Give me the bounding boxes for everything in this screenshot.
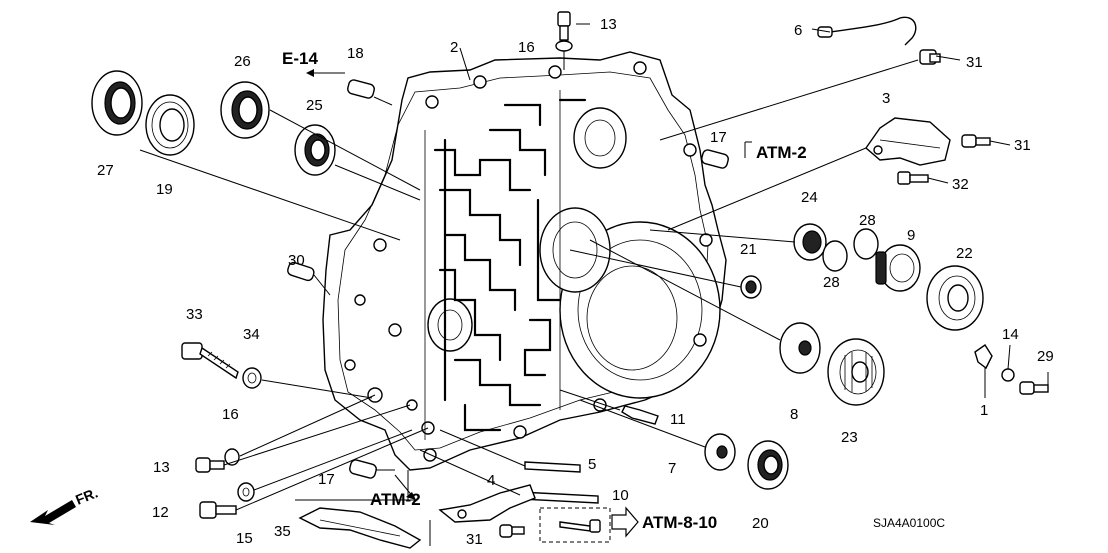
callout-label: 11 — [670, 411, 686, 428]
bearing-26 — [220, 81, 270, 139]
reference-atm2-bottom: ATM-2 — [370, 490, 421, 509]
transmission-housing — [322, 51, 727, 471]
callout-label: 15 — [236, 530, 253, 547]
pipe-5 — [524, 461, 581, 473]
arrow-atm2-bottom — [394, 474, 416, 500]
callout-label: 17 — [318, 471, 335, 488]
diagram-code: SJA4A0100C — [873, 516, 945, 530]
callout-label: 6 — [794, 22, 802, 39]
reference-atm2-top: ATM-2 — [756, 143, 807, 162]
baffle-plate-35 — [298, 507, 422, 549]
bolt-12 — [199, 501, 237, 519]
bearing-22 — [926, 265, 984, 331]
arrow-atm810 — [611, 506, 639, 538]
o-ring-28-left — [822, 240, 848, 272]
callout-label: 31 — [966, 54, 983, 71]
washer-34 — [242, 367, 262, 389]
bolt-33 — [181, 342, 239, 380]
callout-label: 2 — [450, 39, 458, 56]
callout-label: 22 — [956, 245, 973, 262]
bolt-31-bottom — [499, 524, 525, 538]
arrow-e14 — [306, 69, 345, 77]
callout-label: 3 — [882, 90, 890, 107]
callout-label: 33 — [186, 306, 203, 323]
gear-9 — [875, 244, 921, 292]
bolt-13-top — [557, 11, 571, 41]
callout-label: 21 — [740, 241, 757, 258]
callout-label: 32 — [952, 176, 969, 193]
breather-tube-6 — [817, 16, 917, 46]
callout-label: 16 — [222, 406, 239, 423]
dowel-pin-17-upper — [701, 149, 729, 169]
needle-bearing-24 — [793, 223, 827, 261]
callout-label: 31 — [466, 531, 483, 548]
bolt-detail-box — [539, 507, 611, 543]
callout-label: 29 — [1037, 348, 1054, 365]
bolt-29 — [1019, 381, 1049, 395]
callout-label: 10 — [612, 487, 629, 504]
bearing-21 — [740, 275, 762, 299]
dowel-pin-18 — [347, 79, 375, 99]
washer-16-top — [555, 40, 573, 52]
gear-23 — [827, 338, 885, 406]
thrust-washer-8 — [779, 322, 821, 374]
callout-label: 12 — [152, 504, 169, 521]
reference-e14: E-14 — [282, 49, 318, 68]
bolt-31-top — [919, 49, 941, 65]
callout-label: 19 — [156, 181, 173, 198]
callout-label: 18 — [347, 45, 364, 62]
callout-label: 20 — [752, 515, 769, 532]
thrust-washer-7 — [704, 433, 736, 471]
direction-label: FR. — [73, 484, 100, 507]
bolt-32 — [897, 171, 929, 185]
callout-label: 28 — [823, 274, 840, 291]
bracket-4 — [438, 484, 536, 523]
bolt-31-right — [961, 134, 991, 148]
callout-label: 17 — [710, 129, 727, 146]
callout-label: 34 — [243, 326, 260, 343]
fr-direction-arrow — [30, 500, 76, 525]
leader-lines — [139, 23, 1049, 546]
sensor-11 — [621, 405, 659, 425]
bearing-19 — [145, 94, 195, 156]
callout-label: 25 — [306, 97, 323, 114]
callout-label: 5 — [588, 456, 596, 473]
bearing-20 — [747, 440, 789, 490]
callout-label: 14 — [1002, 326, 1019, 343]
callout-label: 31 — [1014, 137, 1031, 154]
callout-label: 7 — [668, 460, 676, 477]
dowel-pin-30 — [287, 261, 315, 282]
callout-label: 4 — [487, 472, 495, 489]
callout-label: 8 — [790, 406, 798, 423]
callout-label: 13 — [600, 16, 617, 33]
callout-label: 24 — [801, 189, 818, 206]
o-ring-28-right — [853, 228, 879, 260]
callout-label: 1 — [980, 402, 988, 419]
callout-label: 26 — [234, 53, 251, 70]
callout-label: 13 — [153, 459, 170, 476]
oil-seal-25 — [294, 124, 336, 176]
callout-label: 16 — [518, 39, 535, 56]
washer-15 — [237, 482, 255, 502]
callout-label: 23 — [841, 429, 858, 446]
callout-label: 35 — [274, 523, 291, 540]
dowel-pin-17-lower — [349, 459, 377, 479]
oil-seal-27 — [91, 70, 143, 136]
callout-label: 9 — [907, 227, 915, 244]
bolt-13-lower — [195, 457, 225, 473]
reference-atm-8-10: ATM-8-10 — [642, 513, 717, 532]
callout-label: 30 — [288, 252, 305, 269]
bracket-3 — [865, 117, 951, 166]
callout-label: 28 — [859, 212, 876, 229]
callout-label: 27 — [97, 162, 114, 179]
